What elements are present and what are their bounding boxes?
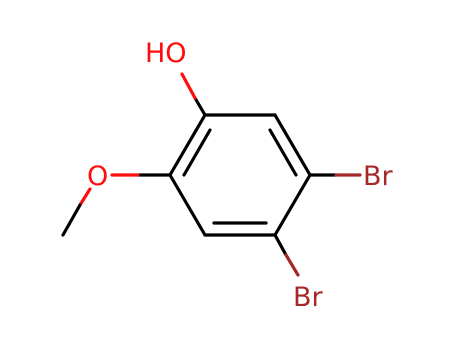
bromine-lower-label: Br bbox=[293, 282, 324, 313]
ring-bond-c5-c6 bbox=[168, 173, 207, 237]
double-bond-inner-c2-c3 bbox=[268, 128, 298, 177]
methoxy-oxygen-label: O bbox=[87, 161, 108, 192]
double-bond-inner-c6-c1 bbox=[182, 128, 212, 177]
bond-c4-br-carbon-half bbox=[273, 233, 288, 257]
bromine-upper-label: Br bbox=[363, 161, 394, 192]
bond-o-methyl-carbon-half bbox=[61, 203, 82, 237]
ring-bond-c6-c1 bbox=[168, 113, 207, 177]
bond-o-methyl-oxygen-half bbox=[78, 187, 92, 207]
ring-bond-c2-c3 bbox=[273, 113, 312, 177]
hydroxyl-label: HO bbox=[145, 38, 187, 69]
bond-c4-br-bromine-half bbox=[284, 253, 300, 277]
ring-bond-c3-c4 bbox=[273, 173, 312, 237]
bond-c1-oh-carbon-half bbox=[193, 96, 207, 117]
bond-c1-oh-oxygen-half bbox=[180, 72, 197, 100]
